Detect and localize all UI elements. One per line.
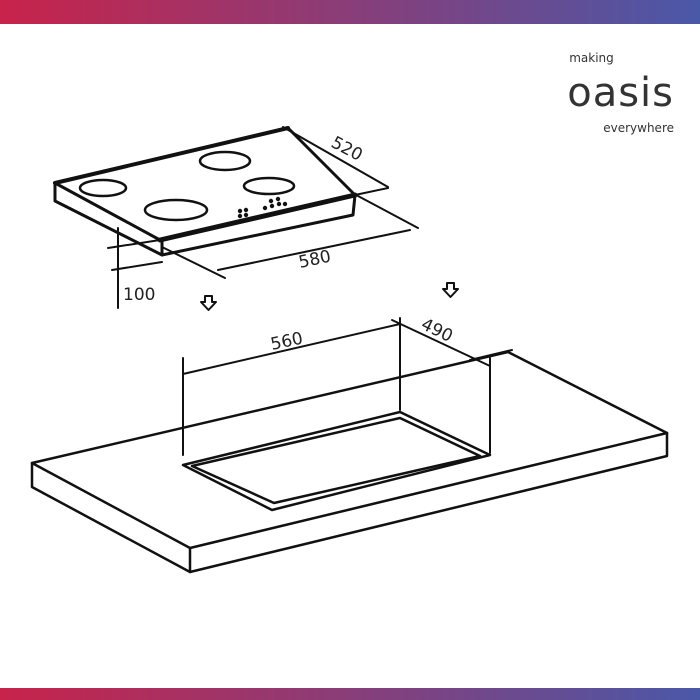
dimension-lines-cutout — [182, 317, 513, 456]
dim-580: 580 — [297, 247, 333, 273]
burner — [78, 178, 128, 198]
burner — [143, 198, 209, 222]
arrow-down-icon — [442, 282, 459, 298]
dim-100: 100 — [123, 285, 155, 305]
logo-everywhere: everywhere — [603, 121, 674, 135]
burner — [198, 150, 252, 172]
dim-520: 520 — [328, 133, 366, 166]
burners — [78, 150, 296, 222]
burner — [242, 176, 296, 196]
brand-logo: making oasis everywhere — [567, 50, 674, 136]
dimension-lines-hob — [107, 126, 419, 309]
top-gradient-bar — [0, 0, 700, 24]
hob — [53, 126, 358, 257]
logo-oasis: oasis — [567, 70, 674, 116]
dim-560: 560 — [269, 329, 305, 355]
bottom-gradient-bar — [0, 688, 700, 700]
control-buttons — [237, 196, 288, 219]
logo-making: making — [569, 51, 614, 65]
arrow-down-icon — [200, 295, 217, 311]
cutout — [181, 410, 492, 512]
